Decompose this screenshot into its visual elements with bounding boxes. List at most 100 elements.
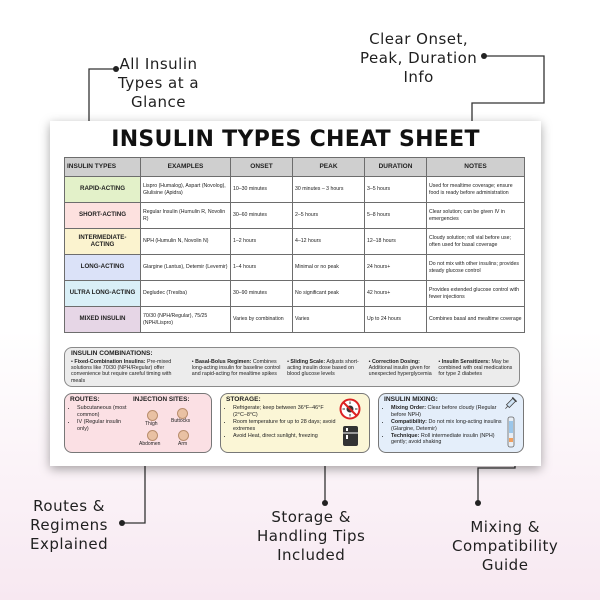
site-label: Thigh	[145, 421, 158, 427]
mixing-text: Do not mix long-acting insulins (Glargin…	[391, 419, 502, 432]
notes-cell: Clear solution; can be given IV in emerg…	[426, 202, 525, 229]
header-cell: ONSET	[230, 157, 293, 177]
peak-cell: Minimal or no peak	[292, 254, 365, 281]
injection-sites-title: INJECTION SITES:	[133, 396, 190, 403]
onset-cell: 30–90 minutes	[230, 280, 293, 307]
examples-cell: Regular Insulin (Humulin R, Novolin R)	[140, 202, 231, 229]
header-cell: INSULIN TYPES	[64, 157, 141, 177]
duration-cell: 3–5 hours	[364, 176, 427, 203]
duration-cell: 24 hours+	[364, 254, 427, 281]
callout-line: Explained	[30, 535, 109, 553]
callout-line: Included	[277, 546, 346, 564]
combo-label: Correction Dosing:	[371, 359, 420, 365]
route-item: IV (Regular insulin only)	[77, 419, 129, 432]
combo-text: Pre-mixed solutions like 70/30 (NPH/Regu…	[71, 359, 172, 384]
site-label: Abdomen	[139, 441, 161, 447]
type-cell: MIXED INSULIN	[64, 306, 141, 333]
site-label: Arm	[178, 441, 188, 447]
combo-item: • Fixed-Combination Insulins: Pre-mixed …	[71, 359, 172, 384]
type-cell: LONG-ACTING	[64, 254, 141, 281]
callout-line: Types at a	[118, 74, 200, 92]
onset-cell: 10–30 minutes	[230, 176, 293, 203]
type-cell: SHORT-ACTING	[64, 202, 141, 229]
no-sun-icon	[339, 398, 361, 420]
notes-cell: Used for mealtime coverage; ensure food …	[426, 176, 525, 203]
header-cell: DURATION	[364, 157, 427, 177]
callout-line: Peak, Duration	[360, 49, 478, 67]
mixing-item: Mixing Order: Clear before cloudy (Regul…	[391, 405, 503, 418]
storage-item: Avoid Heat, direct sunlight, freezing	[233, 433, 338, 439]
callout-line: All Insulin	[119, 55, 198, 73]
combinations-title: INSULIN COMBINATIONS:	[71, 350, 153, 357]
mixing-item: Compatibility: Do not mix long-acting in…	[391, 419, 503, 432]
mixing-item: Technique: Roll intermediate insulin (NP…	[391, 433, 503, 446]
examples-cell: Glargine (Lantus), Detemir (Levemir)	[140, 254, 231, 281]
route-item: Subcutaneous (most common)	[77, 405, 129, 418]
routes-title: ROUTES:	[70, 396, 100, 403]
mixing-label: Mixing Order:	[391, 405, 427, 412]
routes-panel: ROUTES: Subcutaneous (most common) IV (R…	[64, 393, 212, 453]
combo-text: Additional insulin given for unexpected …	[368, 365, 432, 378]
callout-line: Storage &	[271, 508, 351, 526]
mixing-text: Clear before cloudy (Regular before NPH)	[391, 405, 497, 418]
duration-cell: 12–18 hours	[364, 228, 427, 255]
type-cell: INTERMEDIATE-ACTING	[64, 228, 141, 255]
site-label: Buttocks	[171, 418, 191, 424]
storage-item: Room temperature for up to 28 days; avoi…	[233, 419, 338, 432]
combo-text: May be combined with oral medications fo…	[438, 359, 513, 378]
combo-text: Adjusts short-acting insulin dose based …	[287, 359, 359, 378]
mixing-text: Roll intermediate insulin (NPH) gently; …	[391, 433, 495, 446]
header-cell: PEAK	[292, 157, 365, 177]
mixing-panel: INSULIN MIXING: Mixing Order: Clear befo…	[378, 393, 524, 453]
mixing-title: INSULIN MIXING:	[384, 396, 438, 403]
callout-storage: Storage & Handling Tips Included	[257, 508, 365, 565]
storage-panel: STORAGE: Refrigerate; keep between 36°F–…	[220, 393, 370, 453]
examples-cell: Lispro (Humalog), Aspart (Novolog), Glul…	[140, 176, 231, 203]
examples-cell: Degludec (Tresiba)	[140, 280, 231, 307]
syringe-icon	[505, 397, 517, 409]
cheat-sheet: INSULIN TYPES CHEAT SHEET INSULIN TYPES …	[50, 121, 541, 466]
header-cell: NOTES	[426, 157, 525, 177]
callout-line: Regimens	[30, 516, 108, 534]
arm-site-icon	[178, 430, 189, 441]
storage-item: Refrigerate; keep between 36°F–46°F (2°C…	[233, 405, 338, 418]
insulin-table: INSULIN TYPES EXAMPLES ONSET PEAK DURATI…	[64, 157, 525, 333]
table-header-row: INSULIN TYPES EXAMPLES ONSET PEAK DURATI…	[64, 157, 525, 177]
sheet-title: INSULIN TYPES CHEAT SHEET	[111, 127, 480, 152]
type-cell: RAPID-ACTING	[64, 176, 141, 203]
callout-line: Info	[403, 68, 434, 86]
combo-item: • Basal-Bolus Regimen: Combines long-act…	[191, 359, 281, 378]
callout-line: Mixing &	[470, 518, 540, 536]
abdomen-site-icon	[147, 430, 158, 441]
callout-routes: Routes & Regimens Explained	[30, 497, 108, 554]
callout-line: Guide	[481, 556, 529, 574]
insulin-combinations-panel: INSULIN COMBINATIONS: • Fixed-Combinatio…	[64, 347, 520, 387]
peak-cell: 30 minutes – 3 hours	[292, 176, 365, 203]
callout-line: Handling Tips	[257, 527, 366, 545]
notes-cell: Provides extended glucose control with f…	[426, 280, 525, 307]
mixing-label: Compatibility:	[391, 419, 427, 426]
combo-text: Combines long-acting insulin for baselin…	[191, 359, 281, 378]
header-cell: EXAMPLES	[140, 157, 231, 177]
callout-onset-peak: Clear Onset, Peak, Duration Info	[360, 30, 477, 87]
type-cell: ULTRA LONG-ACTING	[64, 280, 141, 307]
mixing-label: Technique:	[391, 433, 420, 440]
notes-cell: Do not mix with other insulins; provides…	[426, 254, 525, 281]
callout-line: Glance	[131, 93, 187, 111]
combo-label: Sliding Scale:	[290, 359, 326, 365]
storage-title: STORAGE:	[226, 396, 261, 403]
examples-cell: NPH (Humulin N, Novolin N)	[140, 228, 231, 255]
callout-mixing: Mixing & Compatibility Guide	[452, 518, 558, 575]
onset-cell: 30–60 minutes	[230, 202, 293, 229]
onset-cell: Varies by combination	[230, 306, 293, 333]
callout-line: Clear Onset,	[369, 30, 469, 48]
combo-item: • Sliding Scale: Adjusts short-acting in…	[287, 359, 359, 378]
callout-all-types: All Insulin Types at a Glance	[118, 55, 199, 112]
combo-label: Basal-Bolus Regimen:	[195, 359, 252, 365]
